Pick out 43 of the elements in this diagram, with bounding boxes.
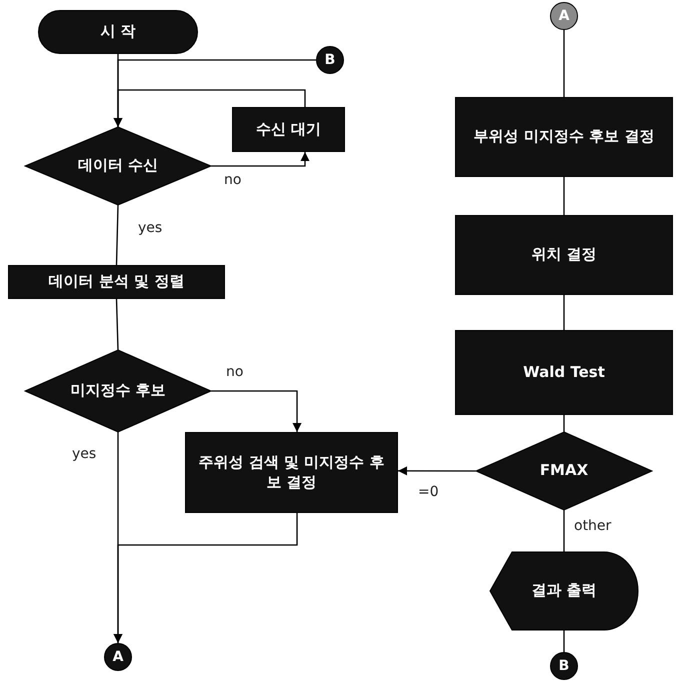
start-terminal (38, 10, 198, 54)
connector-line (563, 630, 565, 652)
node-text: A (558, 6, 570, 26)
process-box (232, 107, 345, 152)
process-box (8, 265, 225, 299)
connector-line (563, 415, 565, 432)
arrow (114, 89, 306, 127)
node-text: B (324, 50, 336, 70)
node-text: 미지정수 후보 (69, 381, 167, 401)
connector-circle (550, 2, 578, 30)
connector-circle (316, 46, 344, 74)
node-text: Wald Test (522, 362, 606, 382)
node-text: 위치 결정 (530, 245, 598, 265)
decision-diamond (25, 127, 211, 205)
connector-line (563, 295, 565, 330)
node-text: B (558, 656, 570, 676)
connector-line (563, 30, 565, 97)
arrow (398, 466, 476, 476)
node-text: 수신 대기 (254, 120, 322, 140)
display-shape (490, 552, 638, 630)
arrow (211, 152, 310, 167)
arrow (211, 390, 302, 432)
decision-diamond (25, 350, 211, 432)
node-text: A (112, 648, 124, 666)
decision-diamond (476, 432, 652, 510)
connector-circle (550, 652, 578, 680)
connector-line (116, 204, 119, 266)
node-text: 시 작 (99, 22, 137, 42)
connector-line (563, 510, 565, 552)
process-box (455, 97, 673, 177)
process-box (455, 215, 673, 295)
node-text: 데이터 분석 및 정렬 (48, 272, 186, 292)
process-box (455, 330, 673, 415)
node-text: 부위성 미지정수 후보 결정 (472, 127, 656, 147)
process-box (185, 432, 398, 513)
node-text: 주위성 검색 및 미지정수 후보 결정 (198, 453, 386, 492)
node-text: FMAX (538, 461, 590, 481)
connector-circle (104, 643, 132, 671)
arrow (114, 513, 298, 643)
connector-line (563, 177, 565, 215)
node-text: 결과 출력 (530, 581, 598, 601)
node-text: 데이터 수신 (76, 156, 160, 176)
connector-line (116, 298, 119, 350)
